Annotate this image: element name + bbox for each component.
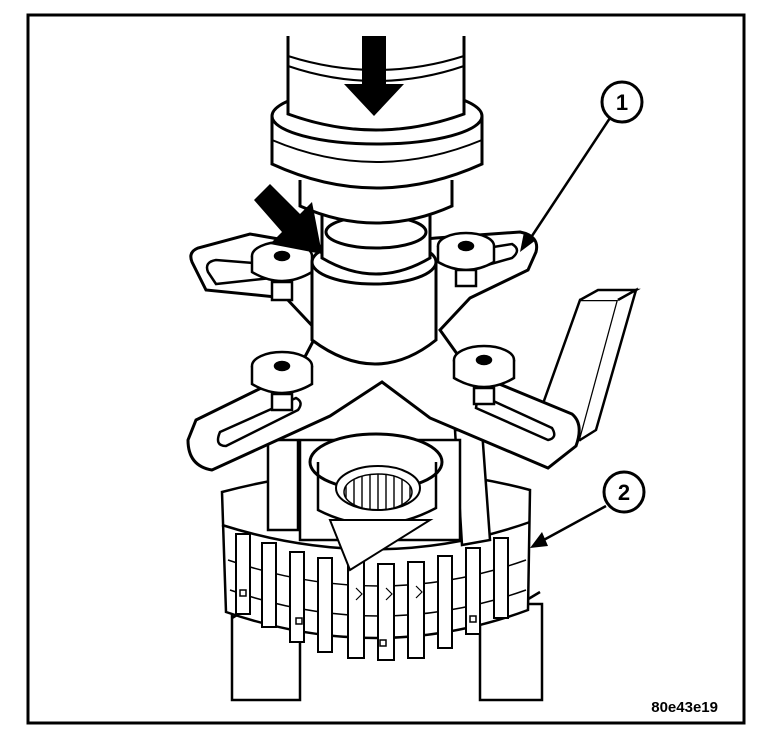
callout-2: 2 — [530, 470, 646, 548]
callout-2-number: 2 — [618, 480, 630, 505]
callout-2-arrowhead — [530, 532, 548, 548]
mounting-bolts — [250, 231, 516, 412]
callout-1: 1 — [520, 80, 644, 252]
press-arrow-down-icon — [344, 36, 404, 116]
press-arrow-diagonal-icon — [254, 184, 322, 254]
press-column — [270, 36, 484, 366]
inner-hub — [298, 432, 462, 572]
callout-1-arrowhead — [520, 232, 536, 252]
callout-1-number: 1 — [616, 90, 628, 115]
figure-code: 80e43e19 — [651, 699, 718, 716]
